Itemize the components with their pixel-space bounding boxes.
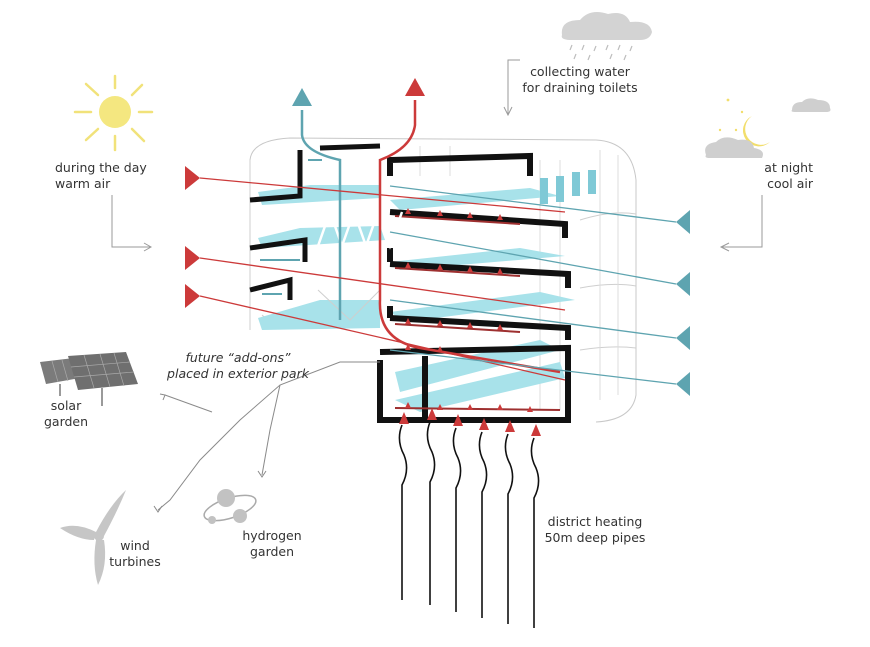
cloud-rain-icon (561, 12, 652, 61)
wind-turbine-icon (60, 490, 126, 585)
warm-air-outlet-arrow (405, 78, 425, 96)
hydrogen-label: hydrogen garden (242, 528, 302, 559)
day-label: during the day warm air (55, 160, 147, 191)
sun-icon (73, 74, 154, 152)
night-label: at night cool air (764, 160, 813, 191)
floor-heat-arrows (405, 208, 533, 412)
heating-pipes (398, 408, 541, 628)
solar-label: solar garden (43, 398, 89, 429)
callout-leaders (111, 59, 763, 252)
addons-branch-lines (153, 361, 380, 513)
cool-air-flows (389, 185, 690, 396)
wind-label: wind turbines (109, 538, 161, 569)
moon-icon (718, 98, 770, 147)
warm-air-flows (185, 166, 566, 381)
cloud-icon (705, 98, 831, 158)
ventilation-ducts (300, 100, 561, 374)
cool-air-outlet-arrow (292, 88, 312, 106)
heating-label: district heating 50m deep pipes (544, 514, 646, 545)
hydrogen-molecule-icon (203, 489, 257, 524)
building-section (249, 137, 637, 423)
solar-panel-icon (40, 352, 138, 406)
addons-label: future “add-ons” placed in exterior park (167, 350, 309, 381)
water-label: collecting water for draining toilets (522, 64, 638, 95)
